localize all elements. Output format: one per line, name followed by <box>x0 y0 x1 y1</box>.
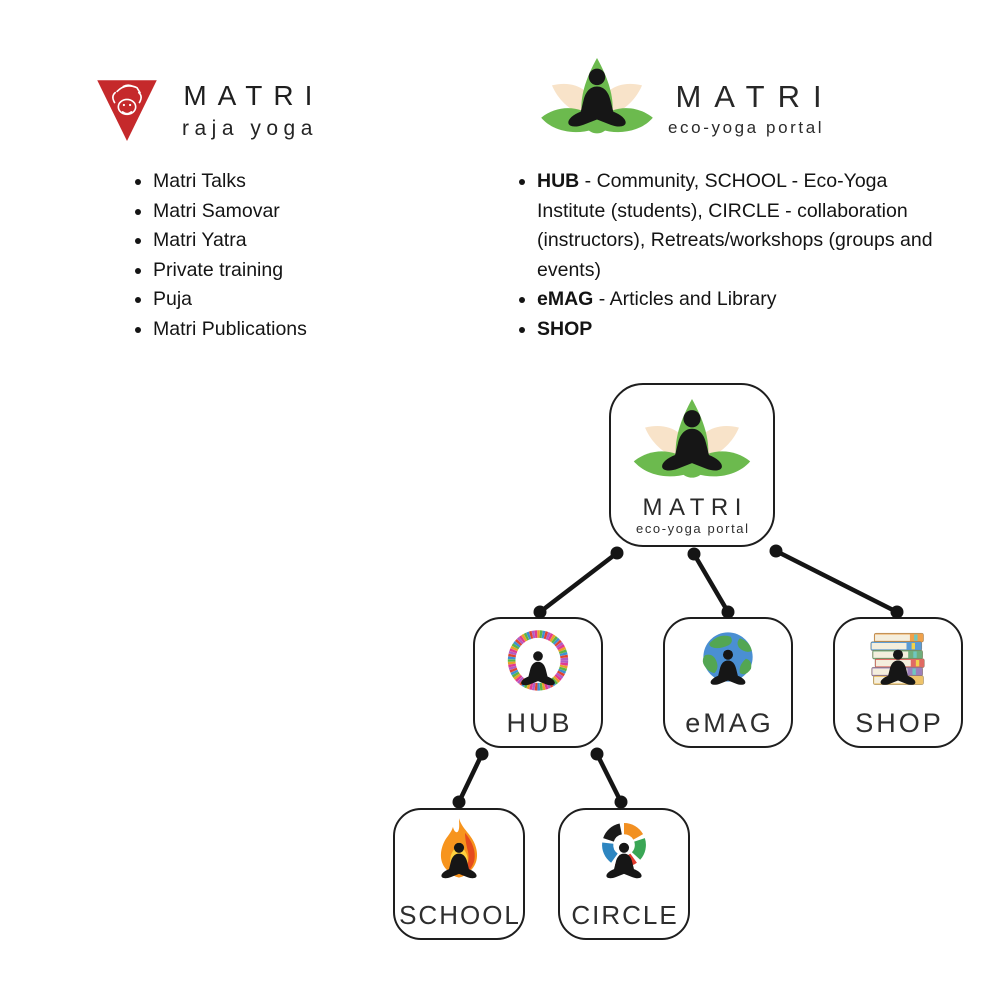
raja-yoga-logo: MATRI raja yoga <box>96 72 312 144</box>
books-meditator-icon <box>870 632 925 685</box>
hands-circle-meditator-icon <box>602 823 646 879</box>
tree-node-shop: SHOP <box>833 617 963 748</box>
globe-meditator-icon <box>702 632 753 685</box>
eco-logo-title: MATRI <box>675 78 835 114</box>
list-item: Private training <box>153 256 433 286</box>
list-item: eMAG - Articles and Library <box>537 285 933 315</box>
eco-yoga-logo: MATRI eco-yoga portal <box>538 56 822 150</box>
list-item: HUB - Community, SCHOOL - Eco-Yoga Insti… <box>537 167 933 285</box>
tree-node-school: SCHOOL <box>393 808 525 940</box>
node-label: HUB <box>506 708 573 738</box>
root-node-title: MATRI <box>642 494 748 521</box>
bull-triangle-icon <box>97 80 157 141</box>
list-item: Puja <box>153 285 433 315</box>
lotus-meditator-icon <box>626 397 758 495</box>
people-ring-meditator-icon <box>507 630 569 691</box>
tree-node-matri-root: MATRI eco-yoga portal <box>609 383 775 547</box>
tree-node-hub: HUB <box>473 617 603 748</box>
node-label: CIRCLE <box>571 900 679 930</box>
eco-logo-subtitle: eco-yoga portal <box>668 117 825 137</box>
raja-offerings-list: Matri Talks Matri Samovar Matri Yatra Pr… <box>129 167 433 345</box>
list-item: SHOP <box>537 315 933 345</box>
node-label: SHOP <box>855 708 944 738</box>
raja-logo-title: MATRI <box>183 80 324 111</box>
raja-logo-subtitle: raja yoga <box>182 117 318 140</box>
lotus-meditator-icon <box>538 56 656 150</box>
list-item: Matri Talks <box>153 167 433 197</box>
flame-meditator-icon <box>440 818 478 879</box>
root-node-subtitle: eco-yoga portal <box>635 521 750 536</box>
node-label: SCHOOL <box>399 900 521 930</box>
tree-node-circle: CIRCLE <box>558 808 690 940</box>
list-item: Matri Publications <box>153 315 433 345</box>
list-item: Matri Yatra <box>153 226 433 256</box>
eco-portal-sections-list: HUB - Community, SCHOOL - Eco-Yoga Insti… <box>513 167 933 345</box>
list-item: Matri Samovar <box>153 197 433 227</box>
tree-node-emag: eMAG <box>663 617 793 748</box>
node-label: eMAG <box>685 708 774 738</box>
